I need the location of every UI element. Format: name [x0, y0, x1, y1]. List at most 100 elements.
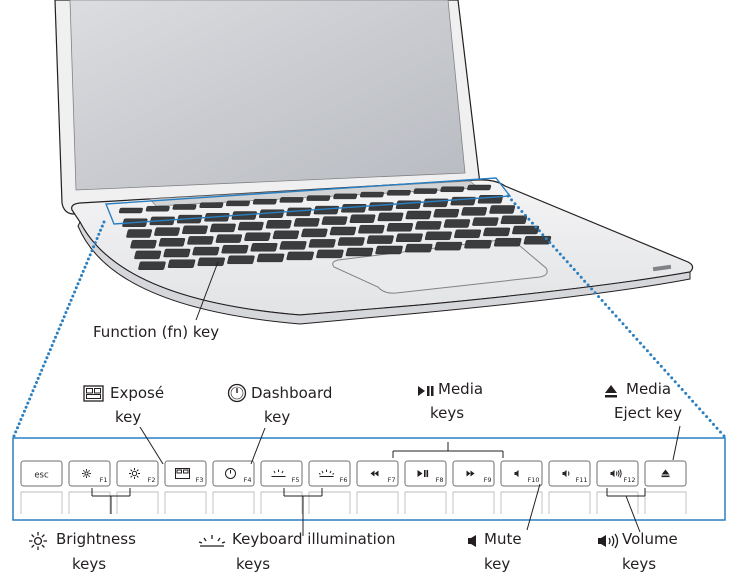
- volume-down-icon: [562, 470, 570, 477]
- volume-keys-label-line2: keys: [622, 555, 657, 573]
- eject-label-icon: [605, 385, 617, 398]
- zoom-guide-dot: [66, 306, 70, 310]
- zoom-guide-dot: [684, 391, 688, 395]
- laptop-key: [413, 188, 438, 194]
- zoom-guide-dot: [649, 353, 653, 357]
- laptop-key: [337, 237, 365, 246]
- function-key-fn-label: F2: [148, 476, 156, 484]
- zoom-guide-dot: [54, 335, 57, 339]
- laptop-key: [126, 229, 153, 238]
- dashboard-label-icon: [227, 383, 247, 403]
- brightness-keys-label-line2: keys: [72, 555, 107, 573]
- zoom-guide-dot: [558, 252, 562, 256]
- zoom-guide-dot: [631, 333, 635, 337]
- laptop-key: [464, 239, 492, 249]
- zoom-guide-dot: [586, 283, 590, 287]
- laptop-key: [321, 216, 348, 225]
- laptop-key: [250, 243, 278, 252]
- zoom-guide-dot: [33, 385, 37, 389]
- zoom-guide-dot: [99, 228, 102, 232]
- laptop-key: [237, 221, 264, 231]
- eject-key-label: Media: [626, 380, 672, 398]
- zoom-guide-dot: [100, 224, 104, 228]
- zoom-guide-dot: [555, 248, 559, 252]
- laptop-key: [279, 241, 307, 250]
- zoom-guide-dot: [712, 422, 715, 426]
- laptop-key: [349, 214, 376, 223]
- brightness-label-icon: [29, 532, 47, 550]
- laptop-key: [358, 224, 385, 234]
- expose-label-line2: key: [115, 408, 142, 426]
- laptop-key: [440, 186, 465, 193]
- zoom-guide-dot: [548, 241, 552, 244]
- zoom-guide-dot: [17, 422, 21, 426]
- zoom-guide-dot: [43, 360, 47, 364]
- laptop-key: [386, 190, 411, 196]
- laptop-key: [163, 248, 191, 258]
- zoom-guide-dot: [638, 341, 642, 345]
- zoom-guide-dot: [28, 397, 32, 401]
- keyboard-illumination-label-icon: [198, 535, 226, 547]
- laptop-key: [172, 204, 197, 210]
- zoom-guide-dot: [694, 403, 698, 407]
- zoom-guide-dot: [611, 310, 614, 314]
- laptop-key: [197, 257, 225, 266]
- function-key-fn-label: F8: [436, 476, 444, 484]
- laptop-key: [145, 205, 170, 212]
- zoom-guide-dot: [90, 249, 94, 253]
- expose-label: Exposé: [110, 384, 165, 402]
- zoom-guide-dot: [593, 291, 597, 295]
- dashboard-label-line2: key: [264, 408, 291, 426]
- laptop-key: [210, 223, 236, 233]
- laptop-key: [377, 212, 404, 222]
- laptop-key: [134, 250, 162, 260]
- laptop-key: [500, 215, 528, 225]
- zoom-guides: [12, 194, 726, 438]
- rewind-icon: [370, 470, 379, 477]
- expose-icon: [175, 468, 190, 479]
- zoom-guide-dot: [83, 265, 87, 269]
- laptop-key: [493, 237, 522, 247]
- laptop-key: [329, 226, 357, 236]
- function-key-fn-label: F11: [575, 476, 587, 484]
- zoom-guide-dot: [57, 327, 61, 331]
- function-key-f6: F6: [308, 460, 351, 514]
- zoom-guide-dot: [40, 368, 44, 372]
- brightness-up-icon: [129, 468, 140, 479]
- mute-label-icon: [468, 535, 476, 547]
- dashboard-label: Dashboard: [251, 384, 333, 402]
- function-key-f1: F1: [68, 460, 111, 514]
- laptop-key: [182, 225, 208, 235]
- laptop-key: [375, 245, 403, 255]
- laptop-key: [265, 220, 292, 229]
- zoom-guide-dot: [26, 401, 30, 405]
- zoom-guide-dot: [677, 384, 681, 388]
- laptop-key: [272, 230, 300, 240]
- function-row-zoom-frame: [12, 437, 726, 521]
- function-key-f5: F5: [260, 460, 303, 514]
- zoom-guide-dot: [590, 287, 594, 291]
- function-key-fn-label: F9: [484, 476, 492, 484]
- zoom-guide-dot: [719, 430, 722, 434]
- media-play-pause-label-icon: [418, 386, 434, 396]
- laptop-key: [472, 217, 499, 226]
- keyboard-illumination-label-line2: keys: [236, 555, 271, 573]
- function-key-esc: esc: [20, 460, 63, 514]
- laptop-key: [154, 227, 180, 236]
- zoom-guide-dot: [69, 298, 73, 302]
- laptop-key: [158, 238, 186, 247]
- zoom-guide-dot: [569, 264, 573, 268]
- zoom-guide-dot: [642, 345, 646, 349]
- zoom-guide-dot: [45, 356, 49, 360]
- zoom-guide-dot: [652, 357, 656, 361]
- laptop-key: [405, 243, 433, 253]
- function-key-fn-label: F3: [196, 476, 204, 484]
- zoom-guide-dot: [24, 405, 28, 409]
- function-key-label: esc: [34, 471, 49, 481]
- laptop-key: [301, 228, 328, 238]
- zoom-guide-dot: [50, 344, 54, 347]
- laptop-key: [244, 232, 271, 241]
- zoom-guide-dot: [61, 319, 64, 323]
